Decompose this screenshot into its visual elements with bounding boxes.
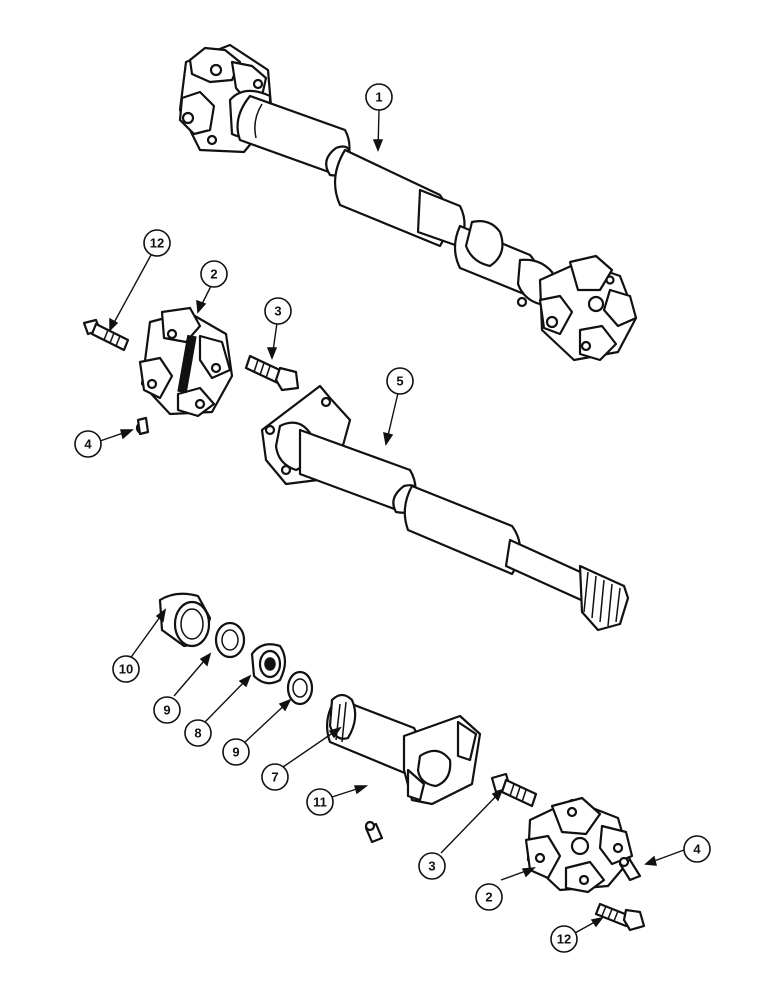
callout-4-upper: 4 [74,430,102,458]
washer-upper [214,621,246,659]
callout-12-lower: 12 [550,925,578,953]
callout-12-upper-label: 12 [150,236,164,251]
callout-4-upper-label: 4 [84,437,92,452]
callout-2-lower: 2 [475,883,503,911]
callout-11: 11 [306,788,334,816]
callout-2-upper-label: 2 [210,267,217,282]
drive-shaft-assembly [178,43,638,362]
leader-arrowheads [109,139,657,928]
callout-3-lower-label: 3 [428,859,435,874]
splined-shaft [260,384,630,632]
callout-5-label: 5 [396,374,403,389]
grease-fitting-lower [618,856,642,882]
callout-4-lower: 4 [683,835,711,863]
callout-9-lower-label: 9 [232,745,239,760]
bolt-upper-center [244,354,300,392]
bolt-upper-left [82,318,130,352]
callout-10-label: 10 [119,662,133,677]
washer-lower [286,670,314,706]
bolt-lower [490,772,538,808]
callout-7: 7 [261,763,289,791]
callout-9-upper: 9 [153,696,181,724]
callout-2-upper: 2 [200,260,228,288]
bearing-cup [158,592,212,648]
slip-yoke [325,693,482,806]
spacer-ring [250,643,287,685]
callout-5: 5 [386,367,414,395]
grease-fitting-yoke [364,820,384,844]
callout-12-lower-label: 12 [557,932,571,947]
callout-8-label: 8 [194,726,201,741]
callout-11-label: 11 [313,795,327,810]
callout-8: 8 [184,719,212,747]
callout-9-upper-label: 9 [163,703,170,718]
callout-1-label: 1 [375,90,382,105]
grease-fitting-upper [135,416,150,436]
shaft-right-coupling [538,254,638,362]
callout-3-upper-label: 3 [274,304,281,319]
callout-3-lower: 3 [418,852,446,880]
coupling-cross-lower [524,796,634,894]
callout-10: 10 [112,655,140,683]
callout-4-lower-label: 4 [693,842,701,857]
callout-3-upper: 3 [264,297,292,325]
callout-12-upper: 12 [143,229,171,257]
bolt-lower-right [594,902,646,932]
callout-7-label: 7 [271,770,278,785]
callout-2-lower-label: 2 [485,890,492,905]
callout-1: 1 [365,83,393,111]
callout-9-lower: 9 [222,738,250,766]
coupling-cross-upper [138,306,234,418]
